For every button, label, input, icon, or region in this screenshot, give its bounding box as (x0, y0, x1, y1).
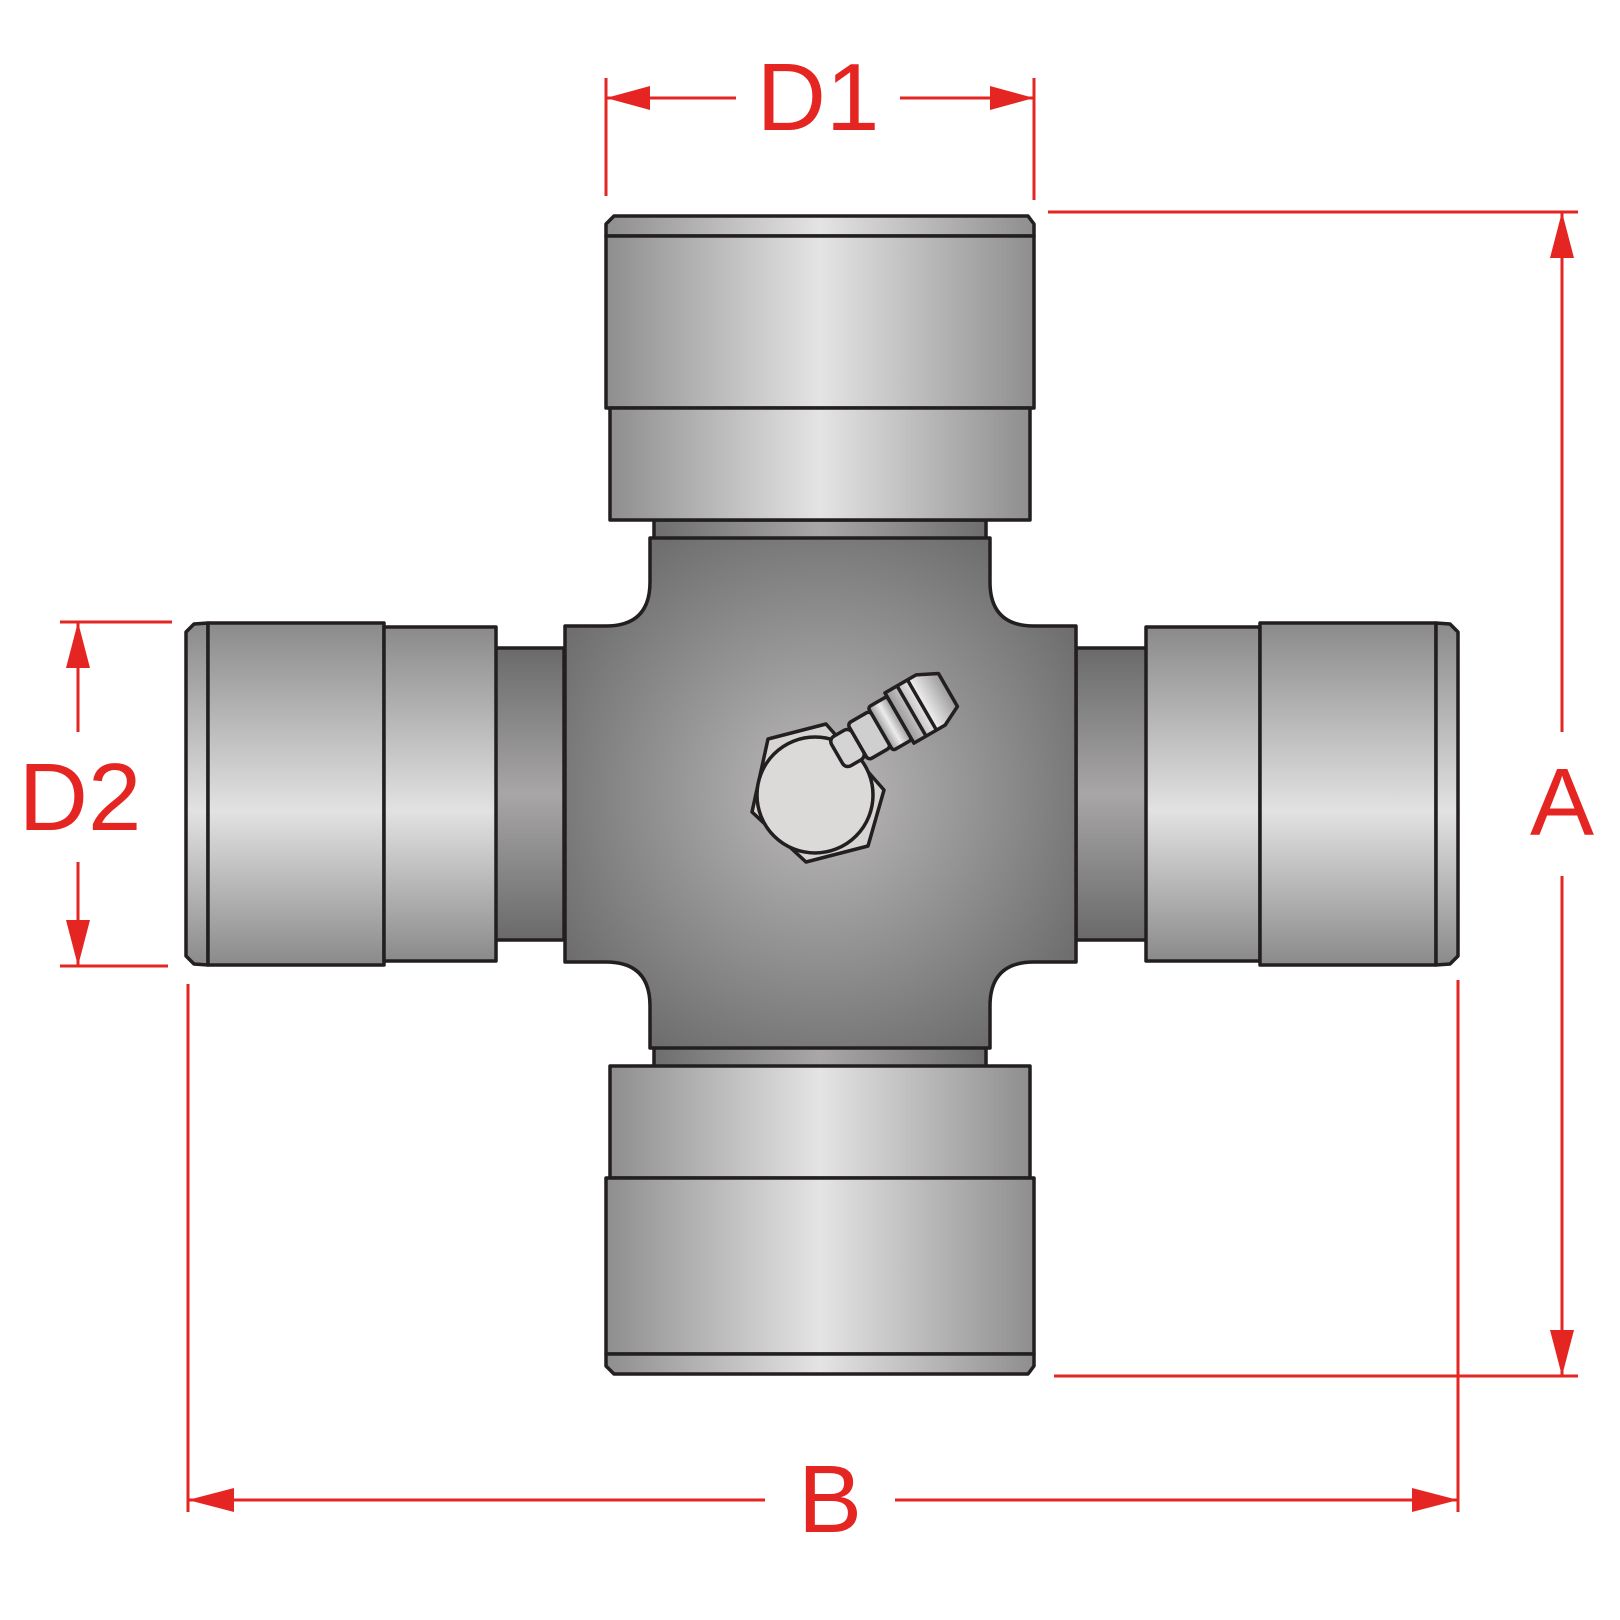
dimension-d2: D2 (19, 620, 172, 968)
bottom-bearing-cup (604, 1064, 1036, 1376)
b-label: B (798, 1446, 862, 1553)
d1-label: D1 (757, 44, 880, 151)
a-label: A (1530, 749, 1594, 856)
dimension-d1: D1 (604, 44, 1036, 200)
d2-label: D2 (19, 744, 142, 851)
left-bearing-cup (184, 621, 498, 967)
top-bearing-cup (604, 214, 1036, 522)
dimension-a: A (1048, 210, 1594, 1378)
right-bearing-cup (1144, 621, 1460, 967)
right-trunnion-neck (1074, 646, 1150, 942)
dimension-b: B (186, 980, 1460, 1553)
grease-fitting-icon (750, 671, 960, 864)
bottom-trunnion-neck (652, 1045, 988, 1069)
